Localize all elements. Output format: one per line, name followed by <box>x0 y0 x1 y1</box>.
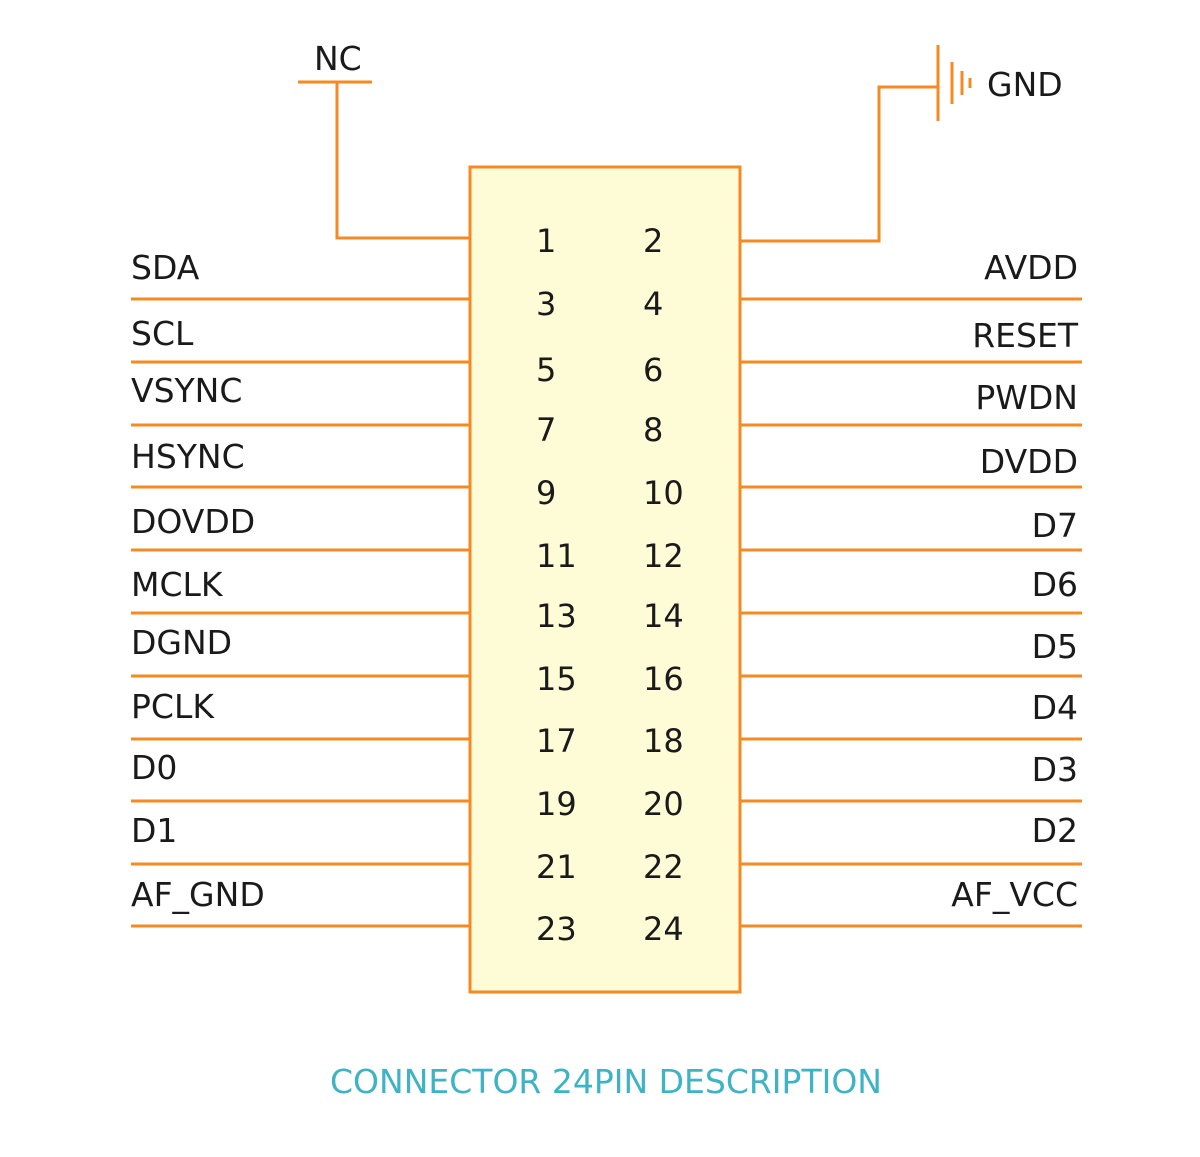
right-signal-label: AF_VCC <box>951 875 1078 914</box>
left-signal-label: MCLK <box>131 565 224 604</box>
right-signal-label: PWDN <box>975 378 1078 417</box>
left-signal-label: PCLK <box>131 687 215 726</box>
right-pin-wires <box>740 297 1082 928</box>
pin-number-odd: 13 <box>536 597 577 635</box>
pin-number-odd: 23 <box>536 910 577 948</box>
pin-number-even: 8 <box>643 411 663 449</box>
left-signal-label: SCL <box>131 314 194 353</box>
pin-number-odd: 1 <box>536 222 556 260</box>
left-signal-label: SDA <box>131 248 200 287</box>
pin-number-odd: 11 <box>536 537 577 575</box>
pin-number-even: 10 <box>643 474 684 512</box>
pin-number-even: 20 <box>643 785 684 823</box>
pin-number-odd: 17 <box>536 722 577 760</box>
right-signal-label: D2 <box>1032 811 1078 850</box>
gnd-label: GND <box>987 65 1063 104</box>
pin-number-even: 24 <box>643 910 684 948</box>
right-signal-label: D3 <box>1032 750 1078 789</box>
left-signal-label: DGND <box>131 623 232 662</box>
right-signal-label: RESET <box>972 316 1079 355</box>
pin-number-odd: 5 <box>536 351 556 389</box>
left-signal-label: D1 <box>131 811 177 850</box>
pin-number-odd: 9 <box>536 474 556 512</box>
left-signal-label: DOVDD <box>131 502 255 541</box>
left-signal-labels: SDA SCL VSYNC HSYNC DOVDD MCLK DGND PCLK D0D1AF_… <box>131 248 265 914</box>
left-signal-label: AF_GND <box>131 875 265 914</box>
right-signal-label: D5 <box>1032 627 1078 666</box>
nc-lead <box>298 80 470 240</box>
pin-number-even: 6 <box>643 351 663 389</box>
right-signal-label: D7 <box>1032 506 1078 545</box>
nc-label: NC <box>314 39 362 78</box>
right-signal-label: D4 <box>1032 688 1078 727</box>
pin-number-even: 2 <box>643 222 663 260</box>
connector-body <box>468 165 742 994</box>
right-signal-label: D6 <box>1032 565 1078 604</box>
left-pin-wires <box>131 297 470 928</box>
gnd-lead <box>740 45 972 243</box>
left-signal-label: D0 <box>131 748 177 787</box>
left-signal-label: HSYNC <box>131 437 245 476</box>
right-signal-label: AVDD <box>984 248 1078 287</box>
left-signal-label: VSYNC <box>131 371 242 410</box>
pin-number-odd: 7 <box>536 411 556 449</box>
pin-number-even: 16 <box>643 660 684 698</box>
pin-number-odd: 15 <box>536 660 577 698</box>
pin-number-odd: 21 <box>536 848 577 886</box>
pin-number-odd: 19 <box>536 785 577 823</box>
right-signal-label: DVDD <box>980 442 1078 481</box>
pin-number-odd: 3 <box>536 285 556 323</box>
pin-number-even: 12 <box>643 537 684 575</box>
pin-number-even: 22 <box>643 848 684 886</box>
pin-number-even: 18 <box>643 722 684 760</box>
diagram-caption: CONNECTOR 24PIN DESCRIPTION <box>330 1062 882 1101</box>
pin-number-even: 4 <box>643 285 663 323</box>
pin-number-even: 14 <box>643 597 684 635</box>
